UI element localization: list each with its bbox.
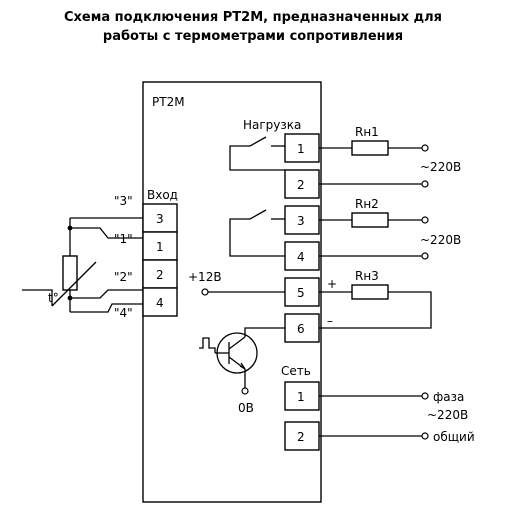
network-header: Сеть	[281, 364, 311, 378]
load-terminal-2	[284, 169, 320, 199]
input-quoted-1: "1"	[114, 232, 133, 246]
load-terminal-4	[284, 241, 320, 271]
diagram-title: Схема подключения РТ2М, предназначенных …	[0, 8, 506, 46]
load-pin-5: 5	[297, 286, 305, 300]
load-pin-6: 6	[297, 322, 305, 336]
input-pin-3: 3	[156, 212, 164, 226]
terminal-zero	[241, 387, 249, 395]
relay-contact-1	[229, 136, 285, 171]
pulse-symbol	[199, 337, 216, 353]
title-line-1: Схема подключения РТ2М, предназначенных …	[63, 10, 442, 25]
input-terminal-2	[142, 259, 178, 289]
network-terminal-2	[284, 421, 320, 451]
terminal-common	[421, 432, 429, 440]
resistor-rn3	[351, 284, 389, 300]
supply-1-label: ~220В	[420, 160, 461, 174]
terminal-plus12	[201, 288, 209, 296]
input-terminal-4	[142, 287, 178, 317]
terminal-load2-return	[421, 252, 429, 260]
resistor-rn3-label: Rн3	[355, 269, 379, 283]
input-pin-4: 4	[156, 296, 164, 310]
resistor-rn2-label: Rн2	[355, 197, 379, 211]
load-pin-1: 1	[297, 142, 305, 156]
network-pin-2: 2	[297, 430, 305, 444]
terminal-phase	[421, 392, 429, 400]
terminal-rn1-out	[421, 144, 429, 152]
load-terminal-1	[284, 133, 320, 163]
load-pin-2: 2	[297, 178, 305, 192]
transistor	[215, 327, 285, 388]
network-terminal-1	[284, 381, 320, 411]
load-pin-4: 4	[297, 250, 305, 264]
common-label: общий	[433, 430, 475, 444]
thermistor	[62, 255, 78, 291]
network-pin-1: 1	[297, 390, 305, 404]
supply-2-label: ~220В	[420, 233, 461, 247]
input-terminal-1	[142, 231, 178, 261]
input-quoted-3: "3"	[114, 194, 133, 208]
load-pin-3: 3	[297, 214, 305, 228]
load-terminal-3	[284, 205, 320, 235]
thermistor-lead	[22, 289, 53, 306]
title-line-2: работы с термометрами сопротивления	[102, 29, 404, 44]
terminal-rn2-out	[421, 216, 429, 224]
phase-voltage-label: ~220В	[427, 408, 468, 422]
resistor-rn1-label: Rн1	[355, 125, 379, 139]
sensor-label: t°	[48, 291, 59, 305]
resistor-rn2	[351, 212, 389, 228]
input-header: Вход	[147, 188, 178, 202]
input-pin-2: 2	[156, 268, 164, 282]
plus12-label: +12В	[188, 270, 222, 284]
sensor-wiring	[67, 217, 143, 313]
terminal-load1-return	[421, 180, 429, 188]
input-quoted-2: "2"	[114, 270, 133, 284]
device-name: РТ2М	[152, 95, 185, 109]
plus-sign: +	[327, 277, 337, 291]
load-header: Нагрузка	[243, 118, 301, 132]
input-quoted-4: "4"	[114, 306, 133, 320]
resistor-rn1	[351, 140, 389, 156]
input-pin-1: 1	[156, 240, 164, 254]
phase-label: фаза	[433, 390, 464, 404]
minus-sign: –	[327, 314, 333, 328]
input-terminal-3	[142, 203, 178, 233]
zero-volt-label: 0В	[238, 401, 254, 415]
thermistor-slash	[51, 261, 97, 307]
relay-contact-2	[229, 209, 285, 257]
